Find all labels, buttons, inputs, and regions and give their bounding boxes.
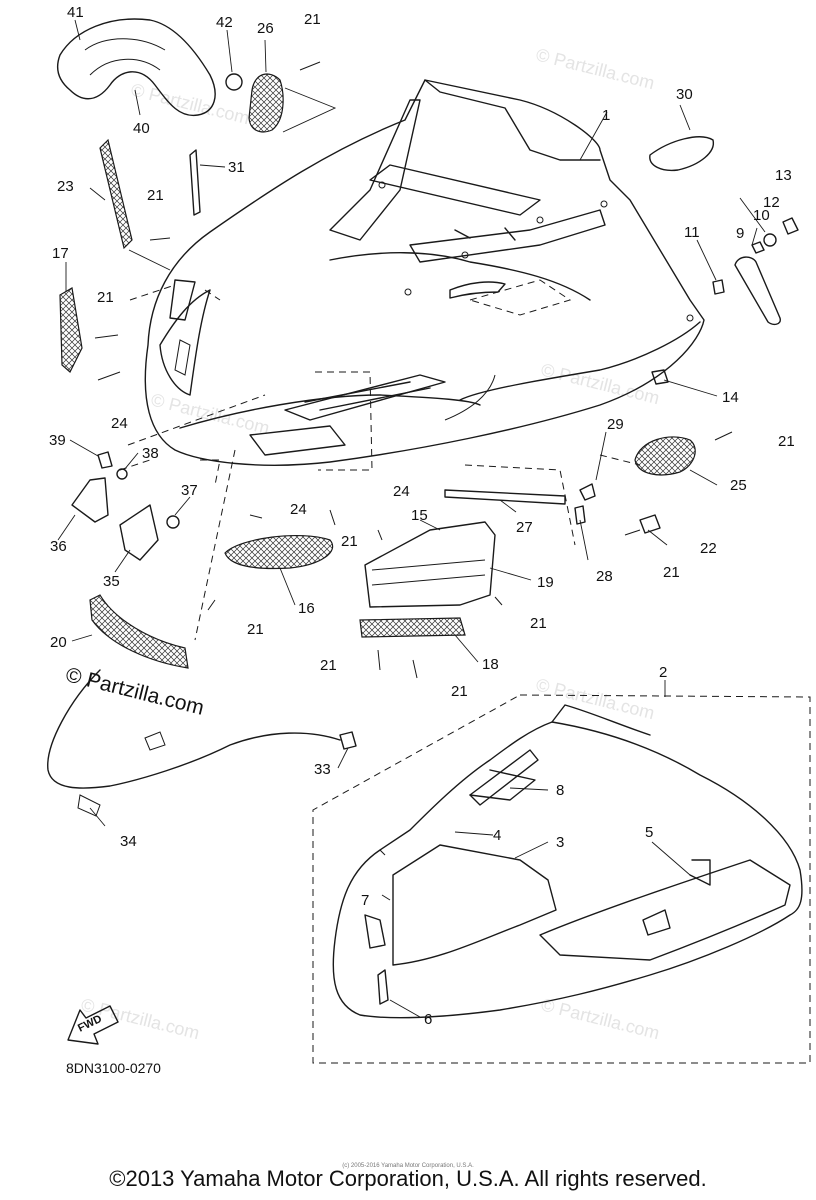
callout-24: 24: [111, 415, 128, 432]
lever-9: [734, 256, 781, 326]
callout-35: 35: [103, 573, 120, 590]
watermark: © Partzilla.com: [539, 359, 662, 408]
bar-27: [444, 489, 566, 505]
callout-leaders: [57, 19, 766, 1018]
callout-20: 20: [50, 634, 67, 651]
cable-34: [47, 669, 341, 789]
callout-1: 1: [602, 107, 610, 124]
side-bracket-17: [59, 287, 83, 373]
callout-21: 21: [304, 11, 321, 28]
callout-17: 17: [52, 245, 69, 262]
visor: [57, 18, 216, 117]
vent-oval-26: [248, 73, 284, 133]
callout-13: 13: [775, 167, 792, 184]
hood-main: [144, 79, 705, 466]
callout-28: 28: [596, 568, 613, 585]
callout-6: 6: [424, 1011, 432, 1028]
clip-29: [579, 483, 596, 501]
vent-16: [224, 535, 334, 570]
callout-5: 5: [645, 824, 653, 841]
bushing-11: [712, 279, 725, 295]
callout-21: 21: [341, 533, 358, 550]
small-credit: (c) 2005-2016 Yamaha Motor Corporation, …: [342, 1163, 474, 1169]
callout-21: 21: [530, 615, 547, 632]
callout-38: 38: [142, 445, 159, 462]
callout-21: 21: [247, 621, 264, 638]
callout-36: 36: [50, 538, 67, 555]
callout-40: 40: [133, 120, 150, 137]
bolt-13: [782, 217, 799, 235]
callout-9: 9: [736, 225, 744, 242]
callout-21: 21: [451, 683, 468, 700]
callout-21: 21: [97, 289, 114, 306]
callout-14: 14: [722, 389, 739, 406]
callout-11: 11: [684, 224, 700, 241]
side-mesh-23: [99, 138, 133, 250]
callout-39: 39: [49, 432, 66, 449]
callout-8: 8: [556, 782, 564, 799]
diagram-code: 8DN3100-0270: [66, 1060, 161, 1076]
callout-21: 21: [778, 433, 795, 450]
callout-22: 22: [700, 540, 717, 557]
washer-38: [116, 468, 128, 480]
callout-7: 7: [361, 892, 369, 909]
nut-14: [651, 369, 669, 385]
callout-19: 19: [537, 574, 554, 591]
watermark: © Partzilla.com: [534, 44, 657, 93]
callout-29: 29: [607, 416, 624, 433]
callouts: 1 2 3 4 5 6 7 8 9 10 11 12 13 14 15 16 1…: [49, 4, 795, 1028]
clip-28: [574, 505, 586, 525]
duct-15: [364, 521, 496, 608]
callout-16: 16: [298, 600, 315, 617]
washer-12: [763, 233, 777, 247]
watermark: © Partzilla.com: [539, 994, 662, 1043]
callout-21: 21: [147, 187, 164, 204]
callout-23: 23: [57, 178, 74, 195]
bolt-39: [97, 451, 113, 469]
callout-25: 25: [730, 477, 747, 494]
lower-mesh-20: [89, 594, 189, 669]
callout-24: 24: [290, 501, 307, 518]
callout-2: 2: [659, 664, 667, 681]
assembly-2-box: [312, 694, 811, 1064]
bracket-36: [71, 477, 109, 523]
callout-21: 21: [320, 657, 337, 674]
mesh-strip-18: [359, 617, 466, 638]
callout-31: 31: [228, 159, 245, 176]
callout-3: 3: [556, 834, 564, 851]
callout-41: 41: [67, 4, 84, 21]
copyright-footer: ©2013 Yamaha Motor Corporation, U.S.A. A…: [109, 1166, 707, 1191]
callout-12: 12: [763, 194, 780, 211]
callout-33: 33: [314, 761, 331, 778]
callout-21: 21: [663, 564, 680, 581]
watermark: © Partzilla.com: [534, 674, 657, 723]
inner-shroud: [332, 704, 803, 1019]
callout-18: 18: [482, 656, 499, 673]
callout-26: 26: [257, 20, 274, 37]
callout-30: 30: [676, 86, 693, 103]
callout-10: 10: [753, 207, 770, 224]
callout-4: 4: [493, 827, 501, 844]
callout-42: 42: [216, 14, 233, 31]
callout-15: 15: [411, 507, 428, 524]
clip-22: [639, 514, 661, 534]
callout-34: 34: [120, 833, 137, 850]
fasteners: [94, 61, 733, 679]
bracket-35: [119, 504, 159, 561]
watermark-layer: © Partzilla.com © Partzilla.com © Partzi…: [79, 44, 662, 1043]
emblem-30: [649, 136, 714, 172]
callout-24: 24: [393, 483, 410, 500]
grommet-42: [225, 73, 243, 91]
collar-10: [751, 241, 765, 254]
callout-27: 27: [516, 519, 533, 536]
nut-37: [166, 515, 180, 529]
vent-25: [634, 436, 696, 476]
strap-31: [189, 149, 201, 216]
callout-37: 37: [181, 482, 198, 499]
assembly-guides: [119, 87, 641, 641]
clamp-33: [339, 731, 357, 750]
